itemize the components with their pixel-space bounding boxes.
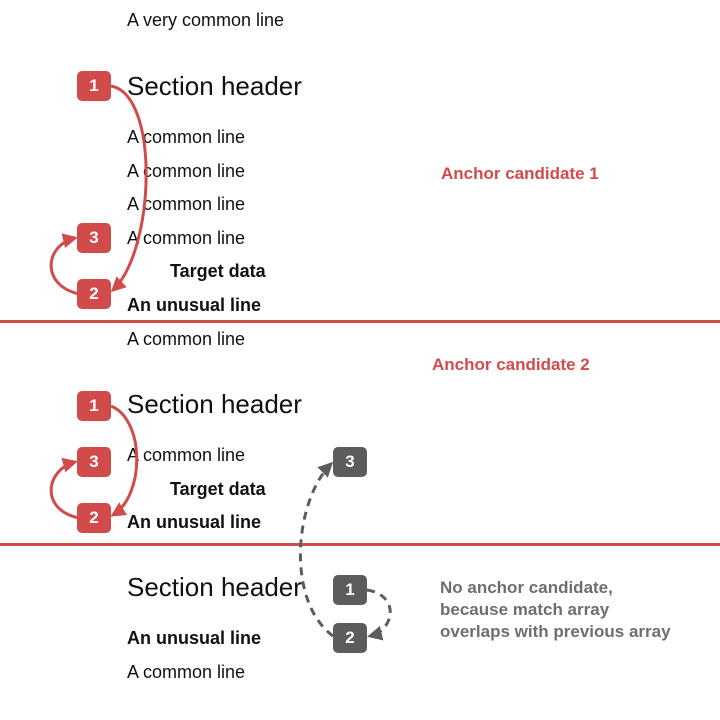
step-badge-1: 1 <box>77 71 111 101</box>
anchor-candidate-2-label: Anchor candidate 2 <box>432 355 590 374</box>
common-line: A common line <box>127 228 246 248</box>
unusual-line-2: An unusual line <box>127 512 262 532</box>
step-badge-1: 1 <box>77 391 111 421</box>
gray-step-badge-2: 2 <box>333 623 367 653</box>
step-badge-2: 2 <box>77 279 111 309</box>
unusual-line-3: An unusual line <box>127 628 262 648</box>
section-header-3: Section header <box>127 572 302 602</box>
common-line: A common line <box>127 194 246 214</box>
top-line: A very common line <box>127 10 285 30</box>
gray-arrow-2-to-3 <box>298 461 334 638</box>
arrow-2-to-3 <box>49 457 80 520</box>
arrow-2-to-3 <box>49 233 80 296</box>
no-anchor-label: No anchor candidate, because match array… <box>440 578 671 641</box>
unusual-line-1: An unusual line <box>127 295 262 315</box>
common-line: A common line <box>127 127 246 147</box>
step-badge-3: 3 <box>77 223 111 253</box>
section-header-2: Section header <box>127 389 302 419</box>
target-data-1: Target data <box>170 261 266 281</box>
step-badge-3: 3 <box>77 447 111 477</box>
target-data-2: Target data <box>170 479 266 499</box>
section-divider-1 <box>0 320 720 323</box>
common-line: A common line <box>127 329 246 349</box>
common-line: A common line <box>127 445 246 465</box>
gray-arrow-1-to-2 <box>366 588 392 641</box>
common-line: A common line <box>127 161 246 181</box>
common-line: A common line <box>127 662 246 682</box>
step-badge-2: 2 <box>77 503 111 533</box>
section-header-1: Section header <box>127 71 302 101</box>
anchor-candidate-1-label: Anchor candidate 1 <box>441 164 599 183</box>
section-divider-2 <box>0 543 720 546</box>
gray-step-badge-1: 1 <box>333 575 367 605</box>
gray-step-badge-3: 3 <box>333 447 367 477</box>
arrow-1-to-2 <box>110 84 148 293</box>
